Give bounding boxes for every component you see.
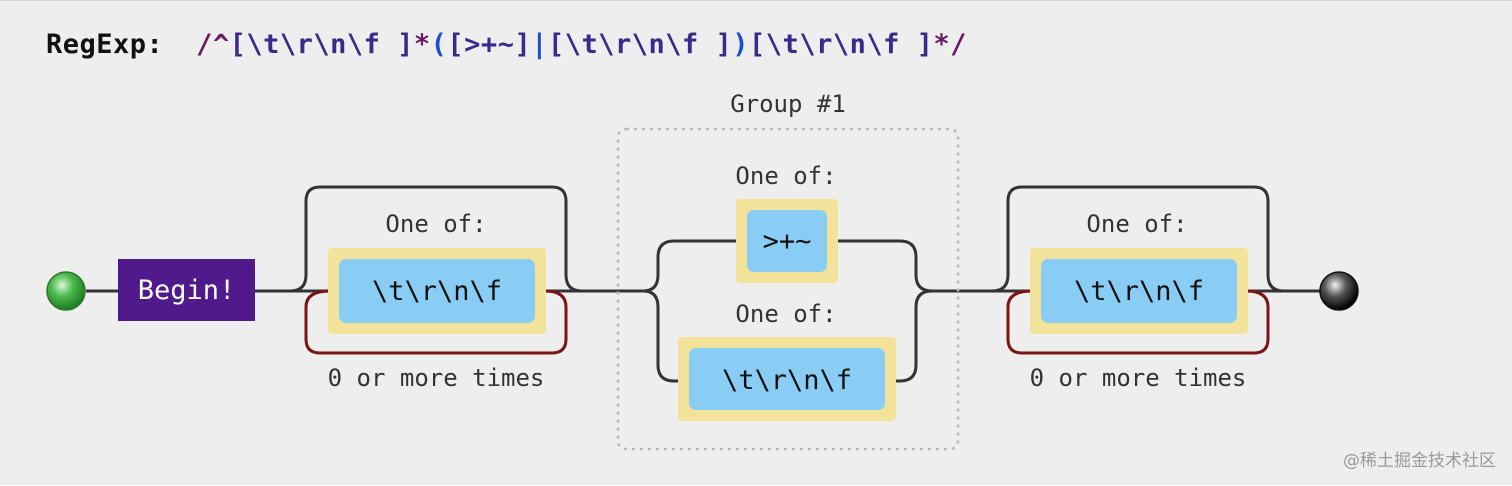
regex-expression: RegExp: /^[\t\r\n\f ]*([>+~]|[\t\r\n\f ]…	[46, 29, 967, 60]
alt-branch-bottom-in	[642, 289, 680, 383]
charset-inner	[1041, 259, 1237, 323]
one-of-label: One of:	[385, 210, 486, 238]
alt-branch-top-in	[642, 239, 737, 293]
charset-inner	[689, 348, 885, 410]
regex-token: [>+~]	[447, 29, 532, 60]
regex-token: *	[413, 29, 431, 60]
regex-token: */	[933, 29, 967, 60]
regex-token: /^	[196, 29, 230, 60]
group-box	[616, 127, 960, 451]
skip-path	[289, 185, 583, 293]
one-of-label: One of:	[1086, 210, 1187, 238]
begin-box	[118, 259, 255, 321]
one-of-label: One of:	[735, 162, 836, 190]
regex-token: [\t\r\n\f ]	[547, 29, 733, 60]
repeat-loops	[304, 289, 1270, 355]
charset-inner	[747, 210, 827, 272]
charset-inner	[339, 259, 535, 323]
charset-chars: \t\r\n\f	[722, 365, 852, 396]
charset-chars: >+~	[763, 226, 812, 257]
repeat-label: 0 or more times	[328, 364, 545, 392]
regex-pattern: /^[\t\r\n\f ]*([>+~]|[\t\r\n\f ])[\t\r\n…	[196, 29, 967, 60]
connector-lines	[86, 185, 1322, 383]
skip-path	[991, 185, 1285, 293]
charset-chars: \t\r\n\f	[1074, 276, 1204, 307]
regex-token: |	[531, 29, 548, 60]
regex-token: [\t\r\n\f ]	[229, 29, 414, 60]
one-of-label: One of:	[735, 300, 836, 328]
regexp-label: RegExp:	[46, 29, 164, 60]
regex-token: (	[430, 29, 448, 60]
repeat-label: 0 or more times	[1030, 364, 1247, 392]
end-node	[1319, 271, 1359, 311]
regex-token: [\t\r\n\f ]	[749, 29, 934, 60]
repeat-loop	[1006, 289, 1270, 355]
regex-token: )	[732, 29, 750, 60]
group-label: Group #1	[730, 90, 846, 118]
alt-branch-top-out	[836, 239, 933, 293]
charset-chars: \t\r\n\f	[372, 276, 502, 307]
repeat-loop	[304, 289, 568, 355]
alt-branch-bottom-out	[894, 289, 933, 383]
begin-label: Begin!	[138, 275, 236, 306]
start-node	[46, 271, 86, 311]
watermark: @稀土掘金技术社区	[1343, 451, 1496, 471]
